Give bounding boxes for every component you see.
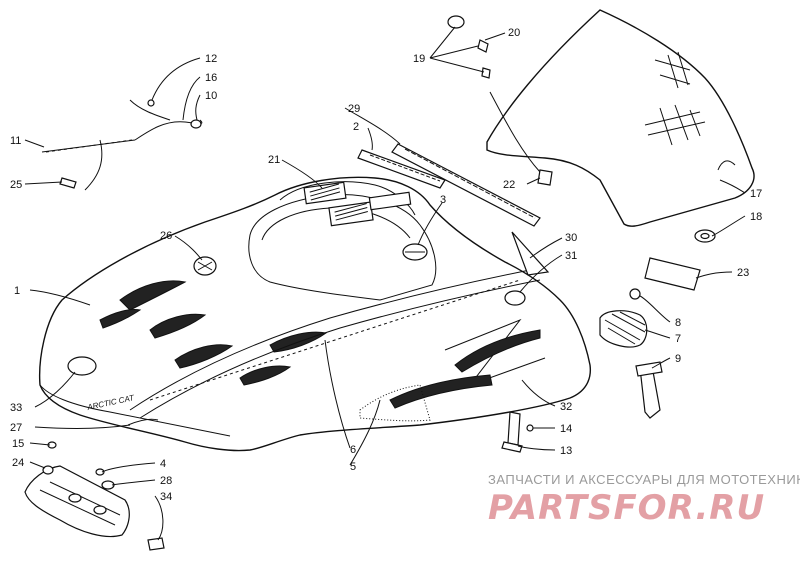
callout-20: 20 xyxy=(508,27,520,39)
front-bumper xyxy=(24,441,165,551)
callout-1: 1 xyxy=(14,285,20,297)
console-decals xyxy=(303,181,412,227)
callout-9: 9 xyxy=(675,353,681,365)
windshield xyxy=(486,9,755,227)
callout-4: 4 xyxy=(160,458,166,470)
callout-18: 18 xyxy=(750,211,762,223)
callout-23: 23 xyxy=(737,267,749,279)
callout-28: 28 xyxy=(160,475,172,487)
callout-15: 15 xyxy=(12,438,24,450)
hood: ARCTIC CAT xyxy=(38,176,592,452)
callout-6: 6 xyxy=(350,444,356,456)
bolt-22 xyxy=(537,169,553,186)
watermark-logo: PARTSFOR.RU xyxy=(488,488,765,528)
callout-24: 24 xyxy=(12,457,24,469)
cable-assembly xyxy=(41,99,203,191)
callout-5: 5 xyxy=(350,461,356,473)
callout-labels: 12 16 10 11 25 19 20 29 2 21 3 22 17 18 … xyxy=(10,27,762,503)
part-31 xyxy=(504,290,526,306)
callout-25: 25 xyxy=(10,179,22,191)
plate-23 xyxy=(644,257,701,291)
callout-31: 31 xyxy=(565,250,577,262)
leader-lines xyxy=(24,26,746,541)
callout-21: 21 xyxy=(268,154,280,166)
callout-22: 22 xyxy=(503,179,515,191)
callout-30: 30 xyxy=(565,232,577,244)
hood-decal-text: ARCTIC CAT xyxy=(86,393,136,412)
callout-12: 12 xyxy=(205,53,217,65)
callout-11: 11 xyxy=(10,135,21,147)
callout-19: 19 xyxy=(413,53,425,65)
callout-16: 16 xyxy=(205,72,217,84)
callout-10: 10 xyxy=(205,90,217,102)
callout-2: 2 xyxy=(353,121,359,133)
clip-8 xyxy=(629,288,641,300)
watermark-tagline: ЗАПЧАСТИ И АКСЕССУАРЫ ДЛЯ МОТОТЕХНИКИ xyxy=(488,472,800,487)
bracket-13 xyxy=(507,411,521,446)
watermark: ЗАПЧАСТИ И АКСЕССУАРЫ ДЛЯ МОТОТЕХНИКИ PA… xyxy=(488,472,800,528)
callout-13: 13 xyxy=(560,445,572,457)
callout-34: 34 xyxy=(160,491,172,503)
callout-17: 17 xyxy=(750,188,762,200)
strip-decals xyxy=(357,143,541,227)
callout-29: 29 xyxy=(348,103,360,115)
callout-26: 26 xyxy=(160,230,172,242)
callout-3: 3 xyxy=(440,194,446,206)
callout-8: 8 xyxy=(675,317,681,329)
callout-7: 7 xyxy=(675,333,681,345)
callout-27: 27 xyxy=(10,422,22,434)
fastener-19 xyxy=(447,15,465,29)
callout-33: 33 xyxy=(10,402,22,414)
callout-14: 14 xyxy=(560,423,572,435)
callout-32: 32 xyxy=(560,401,572,413)
